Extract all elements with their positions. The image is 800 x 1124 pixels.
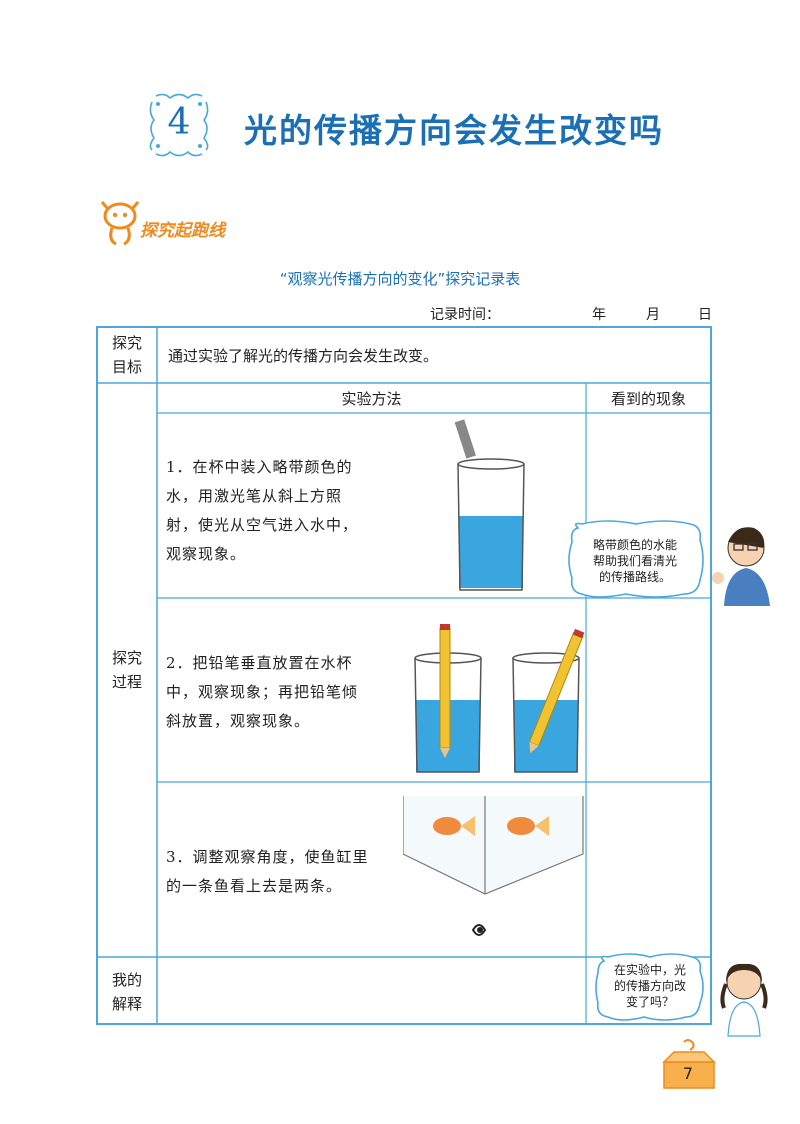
explain-header: 我的 解释 xyxy=(97,968,157,1016)
teacher-bubble-line: 略带颜色的水能 xyxy=(592,538,677,552)
fish-icon xyxy=(507,816,549,836)
student-speech-bubble xyxy=(595,953,704,1021)
step-1-line: 水，用激光笔从斜上方照 xyxy=(166,487,343,505)
student-bubble-line: 在实验中，光 xyxy=(613,963,686,977)
step-2-line: 2．把铅笔垂直放置在水杯 xyxy=(166,654,353,672)
goal-header: 探究 目标 xyxy=(97,331,157,379)
teacher-character xyxy=(712,527,770,606)
pencil-cups-illustration xyxy=(414,624,585,773)
pencil-icon xyxy=(439,627,451,749)
explanation-answer-area[interactable] xyxy=(158,958,585,1023)
step-3-line: 的一条鱼看上去是两条。 xyxy=(166,877,343,895)
section-label: 探究起跑线 xyxy=(140,221,225,241)
lesson-number-frame xyxy=(149,93,209,157)
record-time-line: 记录时间： 年 月 日 xyxy=(430,304,715,324)
method-header: 实验方法 xyxy=(341,390,402,408)
lesson-number: 4 xyxy=(167,102,191,143)
step-2-line: 中，观察现象；再把铅笔倾 xyxy=(166,683,359,701)
cow-mascot-icon xyxy=(100,201,140,246)
teacher-speech-bubble xyxy=(568,520,704,598)
page-number: 7 xyxy=(682,1064,694,1083)
tilted-pencil-icon xyxy=(528,628,585,754)
process-header-line1: 探究 xyxy=(111,649,142,667)
step-1-text: 1．在杯中装入略带颜色的 水，用激光笔从斜上方照 射，使光从空气进入水中， 观察… xyxy=(166,453,406,569)
page-number-tag xyxy=(662,1039,716,1089)
step-3-text: 3．调整观察角度，使鱼缸里 的一条鱼看上去是两条。 xyxy=(166,843,402,901)
student-bubble-text: 在实验中，光 的传播方向改 变了吗？ xyxy=(596,962,704,1010)
laser-pen-icon xyxy=(454,419,476,459)
goal-text: 通过实验了解光的传播方向会发生改变。 xyxy=(168,347,439,365)
explain-header-line1: 我的 xyxy=(111,971,142,989)
process-header-line2: 过程 xyxy=(111,673,142,691)
teacher-bubble-line: 的传播路线。 xyxy=(598,570,671,584)
goal-header-line2: 目标 xyxy=(111,358,142,376)
process-header: 探究 过程 xyxy=(97,646,157,694)
eye-icon xyxy=(471,924,487,936)
student-bubble-line: 变了吗？ xyxy=(625,995,674,1009)
step-2-line: 斜放置，观察现象。 xyxy=(166,712,311,730)
laser-cup-illustration xyxy=(454,419,525,591)
record-table-title: “观察光传播方向的变化”探究记录表 xyxy=(279,270,521,288)
teacher-bubble-text: 略带颜色的水能 帮助我们看清光 的传播路线。 xyxy=(570,537,700,585)
record-time-label: 记录时间： xyxy=(430,307,500,323)
student-bubble-line: 的传播方向改 xyxy=(613,979,686,993)
phenomenon-header: 看到的现象 xyxy=(610,390,686,408)
teacher-bubble-line: 帮助我们看清光 xyxy=(592,554,677,568)
step-3-line: 3．调整观察角度，使鱼缸里 xyxy=(166,848,369,866)
student-character xyxy=(720,963,768,1037)
fish-tank-illustration xyxy=(403,796,584,936)
year-label: 年 xyxy=(592,307,606,323)
month-label: 月 xyxy=(646,307,660,323)
step-2-text: 2．把铅笔垂直放置在水杯 中，观察现象；再把铅笔倾 斜放置，观察现象。 xyxy=(166,649,402,736)
goal-header-line1: 探究 xyxy=(111,334,142,352)
page-title: 光的传播方向会发生改变吗 xyxy=(244,111,664,150)
fish-icon xyxy=(433,816,475,836)
step-1-line: 观察现象。 xyxy=(166,545,247,563)
step-1-line: 1．在杯中装入略带颜色的 xyxy=(166,458,353,476)
step-1-line: 射，使光从空气进入水中， xyxy=(166,516,359,534)
day-label: 日 xyxy=(698,307,712,323)
explain-header-line2: 解释 xyxy=(111,995,142,1013)
